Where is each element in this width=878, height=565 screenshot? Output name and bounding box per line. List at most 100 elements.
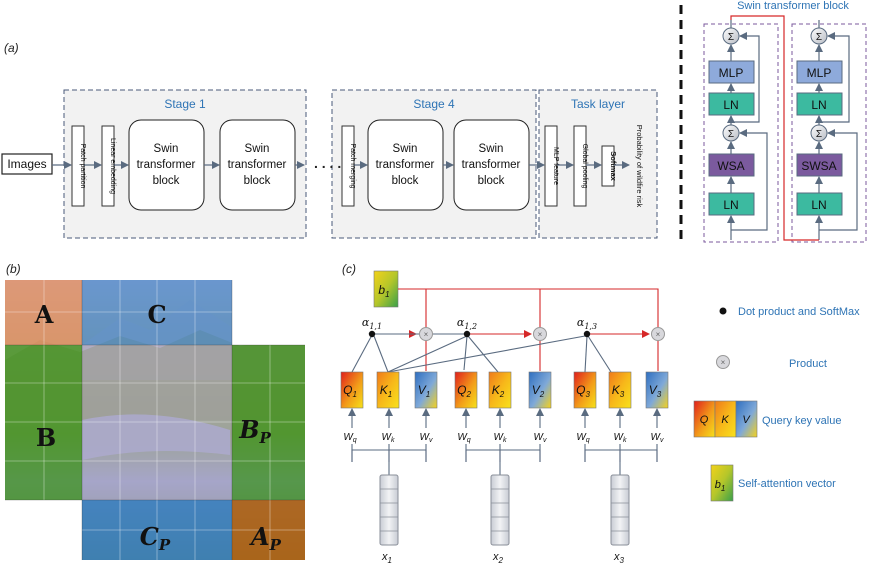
- svg-text:Q3: Q3: [576, 383, 590, 399]
- block-text-line1: Swin: [245, 143, 270, 155]
- qkv-group-2: Q2 K2 V2: [454, 371, 552, 409]
- svg-text:Wq: Wq: [343, 432, 356, 444]
- window-center: [82, 345, 232, 500]
- self-attention-vector-b1: [373, 270, 399, 308]
- window-a: [5, 280, 82, 345]
- svg-text:Q1: Q1: [343, 383, 357, 399]
- panel-label-b: (b): [6, 262, 21, 276]
- alpha-label: α1,2: [457, 316, 477, 331]
- output-label: Probability of wildfire risk: [635, 125, 644, 208]
- svg-text:Wk: Wk: [614, 432, 627, 444]
- panel-label-a: (a): [4, 41, 19, 55]
- svg-text:K: K: [721, 414, 729, 426]
- swin-block-detail-title: Swin transformer block: [737, 0, 849, 12]
- legend-qkv-label: Query key value: [762, 415, 841, 427]
- block-text-line3: block: [153, 175, 180, 187]
- global-pooling-label: Global pooling: [581, 144, 588, 189]
- sum-symbol: Σ: [728, 129, 734, 140]
- svg-text:K2: K2: [492, 383, 505, 399]
- block-text-line3: block: [244, 175, 271, 187]
- qkv-group-1: Q1 K1 V1: [340, 371, 438, 409]
- svg-text:Wq: Wq: [457, 432, 470, 444]
- linear-embedding-label: Linear embedding: [109, 138, 116, 194]
- window-b: [5, 345, 82, 500]
- task-layer-title: Task layer: [571, 97, 625, 111]
- svg-text:Wv: Wv: [420, 432, 433, 444]
- window-ap: [232, 500, 305, 560]
- swin-block-stage4-a: Swin transformer block: [367, 119, 444, 211]
- block-text-line2: transformer: [137, 159, 196, 171]
- panel-label-c: (c): [342, 262, 356, 276]
- dot-product-node: [368, 330, 376, 338]
- input-token-x1: x1: [379, 474, 399, 565]
- stage-1-title: Stage 1: [164, 97, 206, 111]
- window-label-ap: AP: [249, 522, 282, 554]
- svg-text:Wv: Wv: [534, 432, 547, 444]
- svg-text:V1: V1: [418, 383, 430, 399]
- shifted-window-image: A C B BP CP AP: [5, 280, 305, 560]
- block-connector: [730, 15, 819, 241]
- ln-label: LN: [811, 198, 826, 212]
- window-label-bp: BP: [238, 415, 271, 447]
- block-text-line2: transformer: [228, 159, 287, 171]
- red-attention-lines: [378, 288, 659, 371]
- dot-product-node: [583, 330, 591, 338]
- swin-block-stage1-a: Swin transformer block: [128, 119, 205, 211]
- svg-text:Q: Q: [700, 414, 709, 426]
- ln-label: LN: [811, 98, 826, 112]
- svg-text:Wk: Wk: [494, 432, 507, 444]
- window-cp: [82, 500, 232, 560]
- patch-partition-label: Patch partition: [79, 144, 86, 189]
- svg-text:×: ×: [721, 358, 726, 367]
- dot-product-node: [463, 330, 471, 338]
- window-label-cp: CP: [140, 522, 171, 554]
- sum-symbol: Σ: [816, 129, 822, 140]
- block-text-line1: Swin: [479, 143, 504, 155]
- mlp-feature-box: [544, 125, 558, 207]
- alpha-label: α1,1: [362, 316, 382, 331]
- block-text-line3: block: [478, 175, 505, 187]
- mlp-label: MLP: [719, 66, 744, 80]
- stage-ellipsis: . . . .: [314, 155, 341, 171]
- ln-label: LN: [723, 198, 738, 212]
- sum-symbol: Σ: [728, 32, 734, 43]
- gray-attention-lines: [351, 333, 612, 373]
- legend-dot-label: Dot product and SoftMax: [738, 306, 860, 318]
- legend-dot-icon: [719, 307, 727, 315]
- svg-text:V3: V3: [649, 383, 662, 399]
- svg-text:x1: x1: [381, 551, 392, 565]
- window-label-b: B: [36, 423, 56, 452]
- b1-label: b1: [378, 283, 389, 299]
- block-text-line2: transformer: [376, 159, 435, 171]
- images-input-label: Images: [7, 157, 46, 171]
- patch-merging-label: Patch merging: [349, 143, 356, 188]
- swsa-label: SWSA: [801, 159, 836, 173]
- window-bp: [232, 345, 305, 500]
- patch-merging-box: [341, 125, 355, 207]
- svg-text:Wq: Wq: [576, 432, 589, 444]
- input-token-x2: x2: [490, 474, 510, 565]
- svg-text:K3: K3: [612, 383, 625, 399]
- sum-symbol: Σ: [816, 32, 822, 43]
- block-text-line3: block: [392, 175, 419, 187]
- window-c: [82, 280, 232, 345]
- svg-text:V: V: [742, 414, 751, 426]
- patch-partition-box: [71, 125, 85, 207]
- svg-text:x3: x3: [613, 551, 625, 565]
- global-pooling-box: [573, 125, 587, 207]
- input-token-x3: x3: [610, 474, 630, 565]
- softmax-label: Softmax: [609, 151, 618, 181]
- svg-text:Q2: Q2: [457, 383, 471, 399]
- window-label-c: C: [147, 300, 166, 329]
- ln-label: LN: [723, 98, 738, 112]
- swin-detail-left: MLP LN WSA LN Σ Σ: [703, 20, 779, 243]
- product-nodes: × × ×: [419, 327, 665, 341]
- mlp-feature-label: MLP feature: [552, 147, 559, 185]
- legend-qkv-icon: Q K V: [693, 400, 758, 438]
- legend-product-label: Product: [789, 358, 827, 370]
- window-label-a: A: [34, 300, 54, 329]
- block-text-line1: Swin: [154, 143, 179, 155]
- images-input-box: [1, 153, 53, 175]
- svg-text:Wv: Wv: [651, 432, 664, 444]
